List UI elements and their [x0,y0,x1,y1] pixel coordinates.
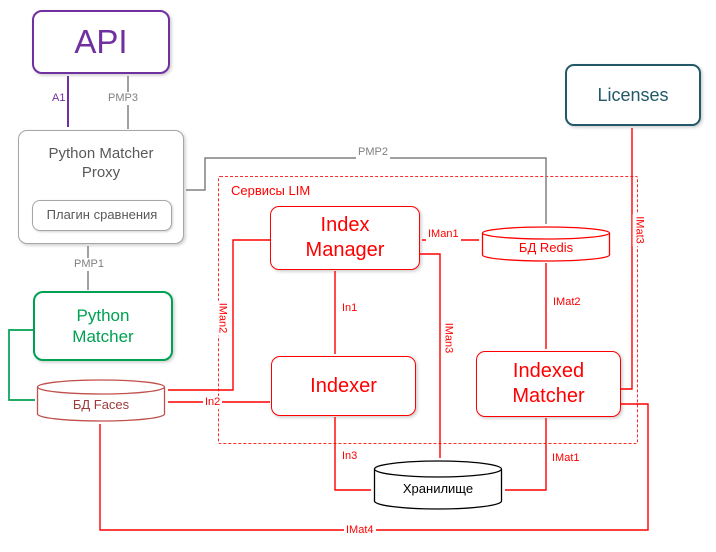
edge-label-imat3: IMat3 [632,214,646,246]
indexed-matcher-label: Indexed Matcher [512,360,585,407]
db-faces-label: БД Faces [72,396,130,412]
db-redis-cylinder: БД Redis [481,226,611,262]
edge-label-imat1: IMat1 [550,452,582,465]
api-label: API [74,23,128,61]
comparison-plugin-label: Плагин сравнения [46,207,158,223]
python-matcher-proxy-node: Python Matcher Proxy Плагин сравнения [18,130,184,244]
edge-label-a1: A1 [50,92,68,105]
python-matcher-label: Python Matcher [72,305,134,346]
index-manager-label: Index Manager [305,214,385,261]
edge-label-pmp2: PMP2 [356,146,390,159]
database-cylinder-icon [481,226,611,262]
storage-cylinder: Хранилище [373,460,503,510]
edge-label-in2: In2 [203,396,223,409]
edge-label-imat2: IMat2 [551,296,583,309]
python-matcher-node: Python Matcher [33,291,173,361]
edge-label-iman3: IMan3 [441,320,455,356]
licenses-node: Licenses [565,64,701,126]
licenses-label: Licenses [597,84,669,105]
edge-label-pmp3: PMP3 [106,92,140,105]
api-node: API [32,10,170,74]
db-faces-cylinder: БД Faces [36,379,166,422]
indexed-matcher-node: Indexed Matcher [476,351,621,417]
index-manager-node: Index Manager [270,206,420,270]
storage-label: Хранилище [402,481,474,496]
edge-label-imat4: IMat4 [344,524,376,537]
python-matcher-proxy-label: Python Matcher Proxy [48,145,154,181]
indexer-label: Indexer [310,374,377,397]
db-redis-label: БД Redis [518,240,574,255]
edge-label-in1: In1 [340,302,360,315]
comparison-plugin-node: Плагин сравнения [32,200,172,231]
edge-label-iman1: IMan1 [426,228,461,241]
edge-label-pmp1: PMP1 [72,258,106,271]
edge-label-in3: In3 [340,450,360,463]
edge-python-matcher-to-db-faces [8,329,35,401]
lim-services-group-label: Сервисы LIM [231,183,311,198]
edge-label-iman2: IMan2 [215,300,229,336]
indexer-node: Indexer [271,356,416,416]
